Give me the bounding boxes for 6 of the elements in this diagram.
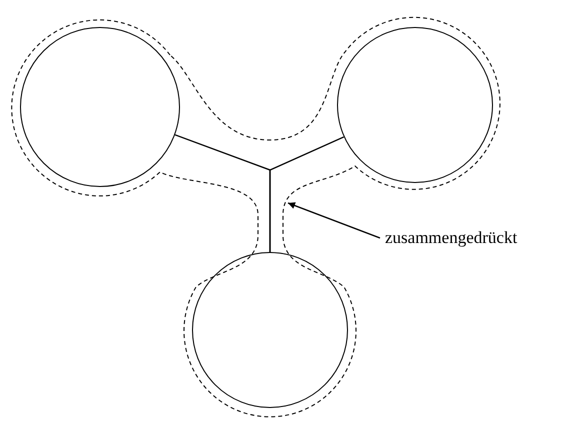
circle [337,27,493,183]
callout-label: zusammengedrückt [385,228,518,247]
circle [192,252,348,408]
connector-line [269,136,344,252]
leader-line [288,202,380,239]
circle [20,27,180,187]
